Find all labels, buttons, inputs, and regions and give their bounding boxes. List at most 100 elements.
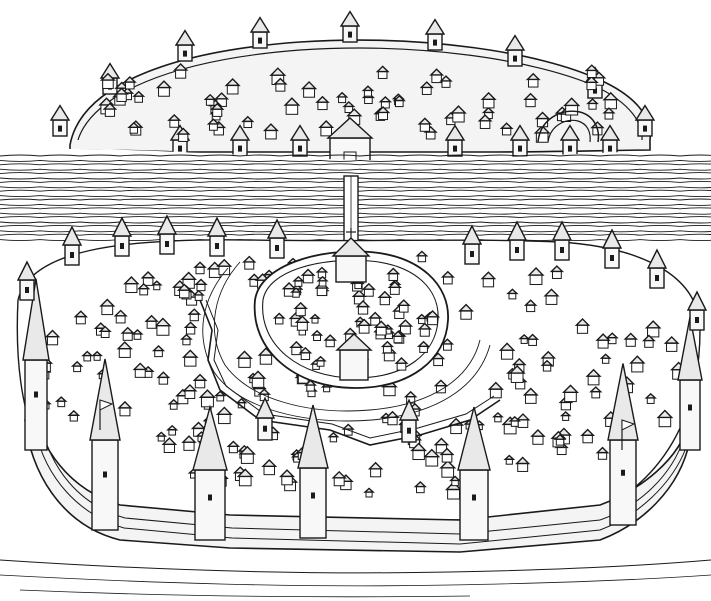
house	[70, 360, 84, 373]
house	[503, 454, 516, 465]
middle-wall	[199, 299, 501, 446]
house	[214, 390, 227, 402]
house	[367, 461, 384, 478]
house	[137, 283, 151, 296]
river	[0, 148, 711, 249]
house	[140, 271, 156, 286]
house	[150, 280, 163, 291]
house	[216, 258, 233, 276]
tower	[601, 228, 623, 269]
tower	[22, 278, 50, 451]
house	[323, 334, 338, 348]
house	[341, 423, 355, 436]
house	[215, 406, 233, 425]
house	[183, 321, 198, 335]
tower	[457, 406, 491, 541]
house	[417, 340, 431, 353]
house	[377, 290, 393, 306]
citadel-south-gate	[335, 333, 373, 381]
house	[419, 81, 434, 95]
tower	[509, 124, 531, 157]
house	[595, 333, 611, 349]
house	[269, 67, 287, 85]
house	[458, 303, 474, 320]
house	[373, 320, 389, 336]
house	[194, 278, 208, 292]
house	[310, 329, 324, 342]
tower	[297, 404, 329, 539]
house	[410, 442, 428, 461]
house	[116, 341, 133, 358]
tower	[504, 34, 526, 67]
house	[122, 76, 137, 90]
house	[236, 468, 254, 487]
tower	[16, 260, 38, 301]
house	[172, 62, 189, 79]
house	[99, 298, 116, 316]
house	[300, 268, 316, 284]
house	[605, 332, 619, 345]
arch-structure	[537, 110, 600, 143]
house	[368, 311, 383, 326]
house	[449, 475, 462, 487]
house	[498, 342, 516, 360]
tower	[607, 363, 639, 526]
tower	[206, 216, 228, 257]
house	[236, 350, 253, 368]
house	[120, 326, 135, 341]
house	[415, 313, 428, 325]
house	[261, 458, 278, 476]
tower	[551, 220, 573, 261]
house	[166, 424, 179, 436]
house	[543, 288, 560, 305]
house	[396, 299, 411, 313]
house	[439, 75, 453, 88]
house	[433, 379, 449, 394]
house	[599, 353, 612, 364]
house	[187, 308, 202, 322]
house	[415, 250, 429, 263]
house	[304, 379, 318, 392]
tower	[156, 214, 178, 255]
tower	[677, 316, 703, 451]
house	[563, 97, 581, 116]
house	[424, 309, 441, 326]
tower	[111, 216, 133, 257]
south-wall-towers	[16, 214, 708, 541]
house	[559, 411, 572, 421]
house	[249, 370, 267, 388]
house	[351, 289, 367, 305]
tower	[89, 358, 121, 531]
house	[523, 92, 538, 108]
house	[491, 411, 504, 423]
house	[629, 355, 646, 373]
house	[210, 102, 225, 117]
house	[203, 93, 217, 106]
house	[342, 100, 356, 114]
house	[292, 275, 305, 287]
house	[508, 365, 526, 383]
house	[450, 105, 467, 123]
house	[113, 309, 128, 324]
house	[392, 94, 406, 108]
inner-citadel	[253, 228, 449, 389]
house	[584, 64, 599, 78]
house	[363, 487, 375, 498]
house	[585, 368, 602, 386]
tower	[266, 218, 288, 259]
house	[279, 469, 295, 486]
house	[316, 275, 329, 287]
house	[440, 338, 455, 351]
house	[525, 72, 541, 88]
house	[439, 459, 457, 478]
tower	[61, 225, 83, 266]
house	[481, 106, 496, 120]
house	[508, 415, 521, 427]
house	[298, 346, 313, 361]
house	[602, 91, 620, 110]
tower	[339, 10, 361, 43]
house	[161, 437, 178, 454]
house	[180, 333, 193, 346]
house	[417, 322, 433, 337]
